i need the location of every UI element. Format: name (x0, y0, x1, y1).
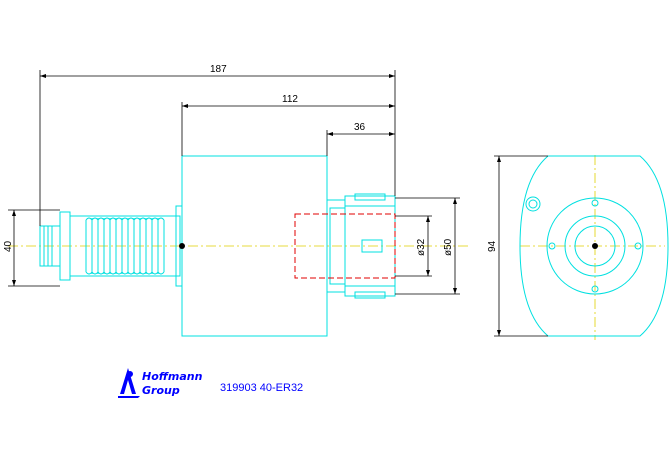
dim-nut-length: 36 (354, 122, 366, 133)
logo-line1: Hoffmann (142, 370, 203, 383)
dim-bore-large: ø50 (443, 238, 454, 256)
dimension-lines (8, 70, 548, 337)
dim-flange-height: 94 (487, 240, 498, 252)
dimension-arrows (12, 74, 501, 336)
ribbed-section (85, 217, 165, 275)
shank (39, 205, 183, 287)
centerlines (8, 155, 665, 340)
dim-bore-small: ø32 (416, 238, 427, 256)
dim-overall-length: 187 (210, 64, 227, 75)
part-number-caption: 319903 40-ER32 (220, 382, 304, 394)
side-center-dot (179, 243, 185, 249)
dim-body-to-face: 112 (282, 94, 298, 105)
logo-line2: Group (142, 384, 180, 397)
logo-emblem (118, 368, 140, 398)
collet-nut (329, 193, 396, 299)
dim-shank-height: 40 (3, 240, 14, 252)
hidden-bore (294, 213, 396, 279)
front-center-dot (592, 243, 598, 249)
hoffmann-group-logo: Hoffmann Group (118, 368, 203, 398)
front-view (519, 155, 669, 337)
